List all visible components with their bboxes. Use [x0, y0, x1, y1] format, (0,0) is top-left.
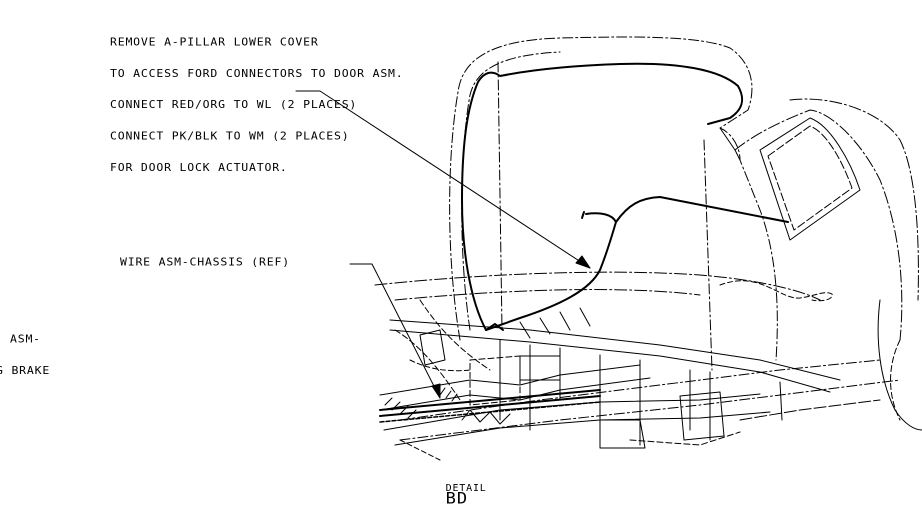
floor-harness	[719, 280, 833, 302]
detail-prefix: DETAIL	[445, 483, 487, 494]
note-line: TO ACCESS FORD CONNECTORS TO DOOR ASM.	[110, 66, 404, 80]
hatch-detail	[384, 387, 458, 419]
note-line: CONNECT PK/BLK TO WM (2 PLACES)	[110, 129, 350, 143]
wire-harness	[461, 62, 789, 331]
parking-brake-label: ASM- G BRAKE	[0, 313, 50, 386]
note-line: G BRAKE	[0, 363, 51, 377]
note-line: ASM-	[10, 332, 41, 346]
detail-caption: DETAIL BD	[432, 473, 487, 506]
detail-letters: BD	[445, 489, 469, 508]
wire-asm-chassis-label: WIRE ASM-CHASSIS (REF)	[120, 255, 290, 269]
note-line: CONNECT RED/ORG TO WL (2 PLACES)	[110, 97, 358, 111]
note-line: FOR DOOR LOCK ACTUATOR.	[110, 160, 288, 174]
chassis-frame	[374, 271, 901, 461]
wire-label-leader	[349, 263, 441, 399]
note-line: REMOVE A-PILLAR LOWER COVER	[110, 35, 319, 49]
cab-outline	[449, 36, 922, 431]
access-instructions-note: REMOVE A-PILLAR LOWER COVER TO ACCESS FO…	[110, 16, 404, 183]
